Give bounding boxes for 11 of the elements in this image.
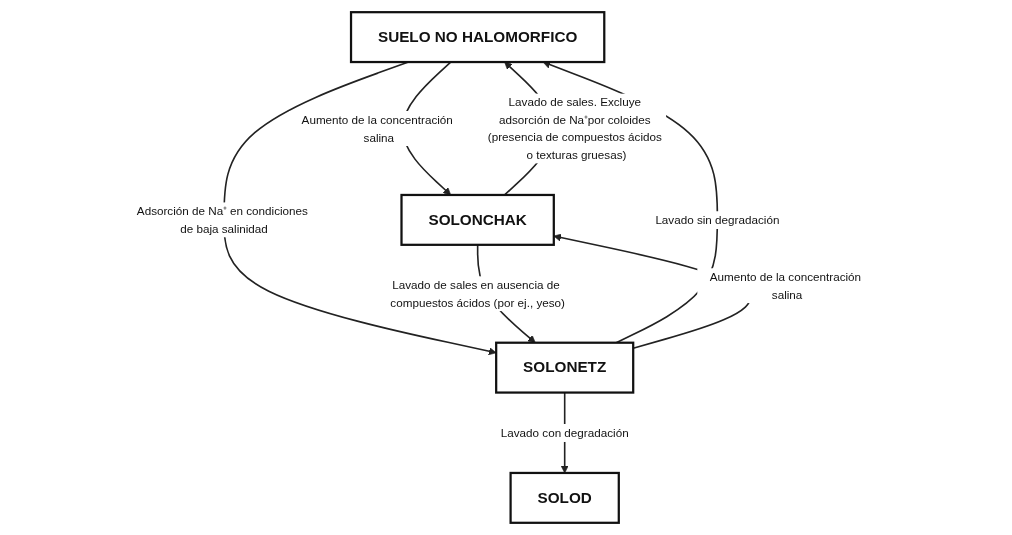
edge-label: Aumento de la concentración salina (710, 269, 862, 301)
edge-label: Lavado con degradación (501, 425, 630, 440)
node-box: SOLONETZ (495, 341, 635, 394)
edge-label: Aumento de la concentración salina (302, 112, 454, 144)
node-box: SUELO NO HALOMORFICO (350, 11, 606, 64)
edge-label: Lavado de sales. Excluye adsorción de Na⁺por coloides (presencia de compuestos ácidos o texturas gruesas) (488, 95, 663, 162)
node-box: SOLONCHAK (400, 193, 556, 246)
edge-label: Adsorción de Na⁺ en condiciones de baja salinidad (137, 204, 309, 236)
edge-label: Lavado de sales en ausencia de compuestos ácidos (por ej., yeso) (390, 278, 566, 310)
edge-label: Lavado sin degradación (655, 212, 780, 227)
node-box: SOLOD (509, 471, 621, 524)
